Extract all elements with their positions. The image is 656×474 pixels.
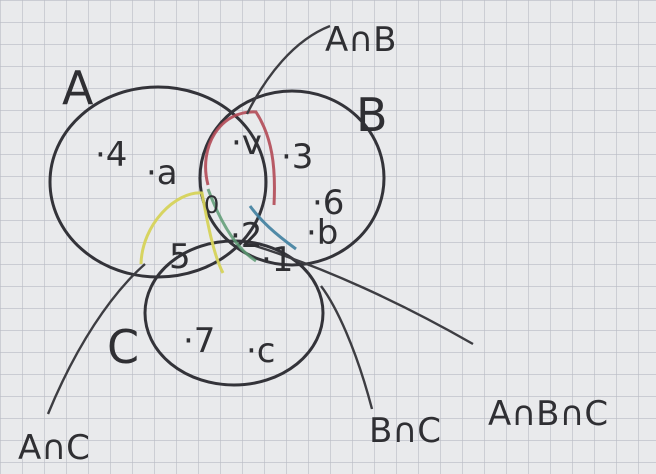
element-a-only-1: ·4 <box>95 135 127 175</box>
label-a-and-b: A∩B <box>325 20 396 60</box>
element-a-and-b-only: ·v <box>231 123 262 163</box>
element-c-only-1: ·7 <box>183 321 215 361</box>
label-b-and-c: B∩C <box>369 411 441 451</box>
element-b-only-3: ·b <box>306 213 338 253</box>
element-b-and-c-only: ·1 <box>261 240 293 280</box>
set-b-label: B <box>356 88 388 142</box>
element-c-only-2: ·c <box>246 331 276 371</box>
pointer-line-b-and-c <box>320 285 374 410</box>
element-a-and-c-only: 5 <box>169 237 191 277</box>
element-a-only-2: ·a <box>146 153 178 193</box>
element-b-only-1: ·3 <box>281 137 313 177</box>
element-b-only-2: ·6 <box>312 183 344 223</box>
label-a-and-c: A∩C <box>18 428 90 468</box>
set-b-circle <box>198 89 386 267</box>
set-c-label: C <box>107 320 139 374</box>
pointer-line-a-and-c <box>46 263 146 415</box>
pointer-line-a-and-b <box>245 24 331 115</box>
set-a-label: A <box>62 61 94 115</box>
element-a-b-c-2: ·2 <box>230 216 262 256</box>
pointer-line-a-b-and-c <box>245 241 474 346</box>
intersection-a-c-highlight <box>139 191 225 274</box>
intersection-a-b-highlight <box>204 110 276 206</box>
intersection-b-c-highlight <box>248 205 297 251</box>
intersection-a-b-c-highlight <box>206 188 257 263</box>
label-a-and-b-and-c: A∩B∩C <box>488 394 608 434</box>
element-a-b-c-1: 0 <box>204 191 219 219</box>
